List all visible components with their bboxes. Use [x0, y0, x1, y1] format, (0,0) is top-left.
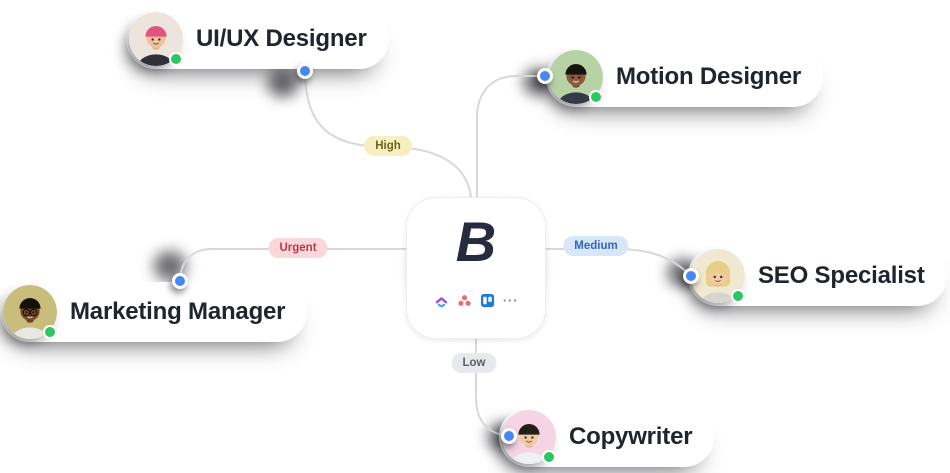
member-card-seo-specialist[interactable]: SEO Specialist [688, 246, 947, 306]
connector-dot-copywriter[interactable] [501, 428, 517, 444]
priority-badge-medium: Medium [563, 236, 629, 256]
online-status-dot [589, 90, 603, 104]
member-role-label: SEO Specialist [758, 262, 925, 289]
online-status-dot [542, 450, 556, 464]
priority-badge-urgent: Urgent [268, 238, 328, 258]
online-status-dot [169, 52, 183, 66]
connector-dot-seo[interactable] [683, 268, 699, 284]
center-node[interactable]: B ··· [406, 197, 546, 339]
member-role-label: Copywriter [569, 423, 693, 450]
edge-uiux-designer [304, 70, 472, 198]
avatar-copywriter [502, 410, 556, 464]
avatar-seo-specialist [691, 249, 745, 303]
online-status-dot [43, 325, 57, 339]
priority-badge-high: High [364, 136, 412, 156]
avatar-motion-designer [549, 50, 603, 104]
clickup-icon[interactable] [434, 292, 450, 308]
member-card-copywriter[interactable]: Copywriter [499, 407, 715, 467]
brand-logo: B [455, 210, 497, 273]
more-icon[interactable]: ··· [502, 292, 519, 308]
member-card-motion-designer[interactable]: Motion Designer [546, 47, 824, 107]
member-card-marketing-manager[interactable]: Marketing Manager [0, 282, 308, 342]
trello-icon[interactable] [480, 292, 496, 308]
connector-dot-uiux[interactable] [297, 63, 313, 79]
member-role-label: Motion Designer [616, 63, 802, 90]
avatar-uiux-designer [129, 12, 183, 66]
member-role-label: Marketing Manager [70, 298, 286, 325]
connector-dot-marketing[interactable] [172, 273, 188, 289]
member-role-label: UI/UX Designer [196, 25, 367, 52]
priority-badge-low: Low [451, 353, 497, 373]
integration-row: ··· [434, 292, 519, 308]
avatar-marketing-manager [3, 285, 57, 339]
online-status-dot [731, 289, 745, 303]
asana-icon[interactable] [457, 292, 473, 308]
member-card-uiux-designer[interactable]: UI/UX Designer [126, 9, 389, 69]
connector-dot-motion[interactable] [537, 68, 553, 84]
